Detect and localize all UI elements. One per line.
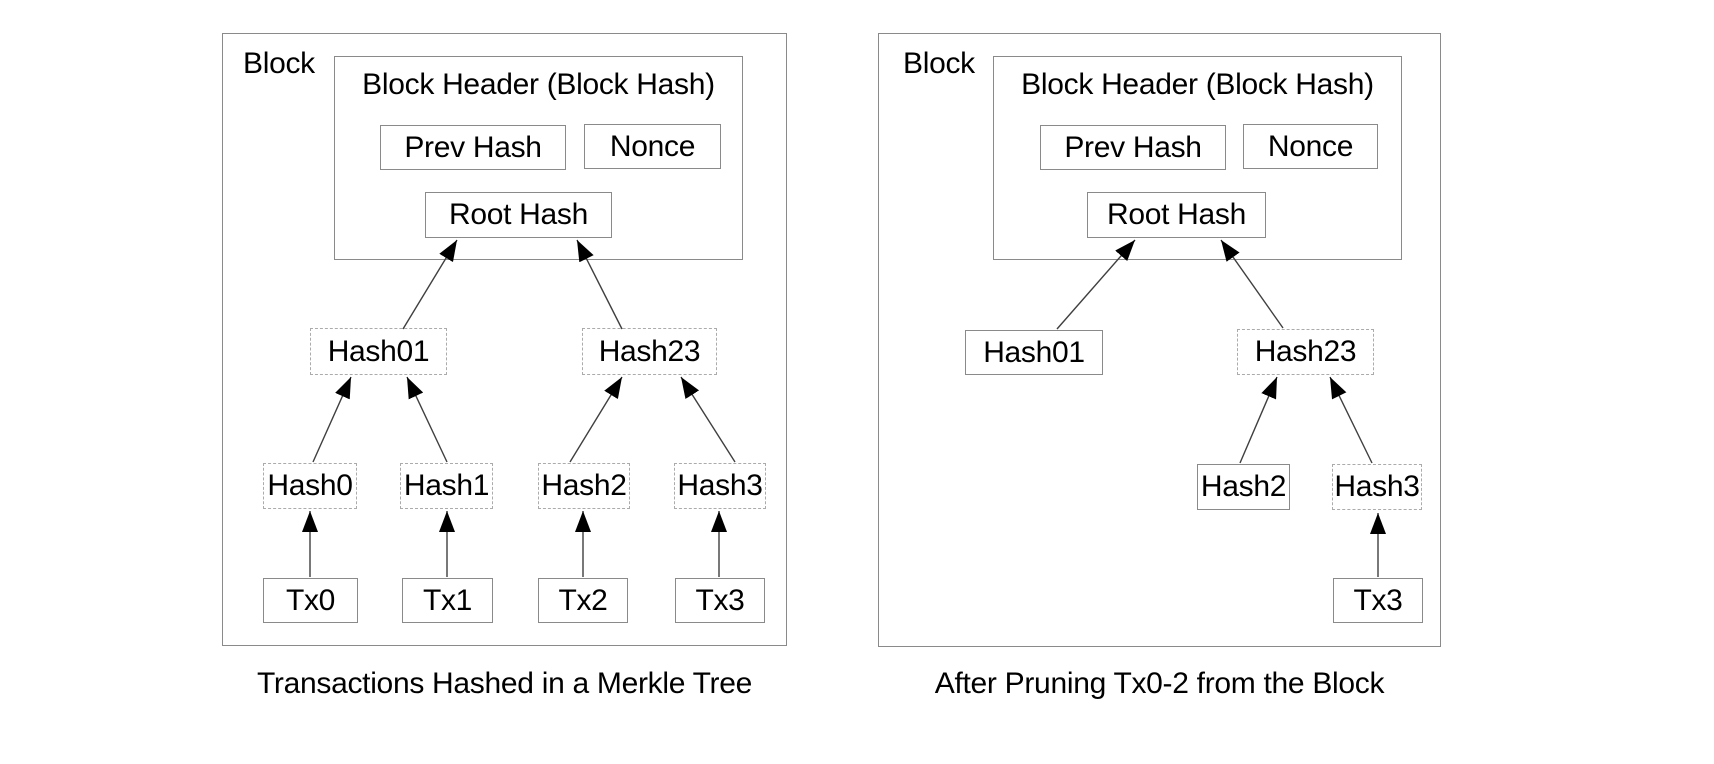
right-caption: After Pruning Tx0-2 from the Block [934, 667, 1385, 700]
left-nonce-box: Nonce [584, 124, 721, 169]
left-caption: Transactions Hashed in a Merkle Tree [257, 667, 752, 700]
left-node-hash0: Hash0 [263, 463, 357, 509]
left-tx0-label: Tx0 [285, 583, 336, 617]
left-hash23-label: Hash23 [598, 334, 701, 368]
left-block-label: Block [243, 47, 315, 80]
left-node-tx2: Tx2 [538, 578, 628, 623]
right-prev-hash-label: Prev Hash [1064, 130, 1202, 164]
left-node-hash3: Hash3 [674, 463, 766, 509]
right-node-hash01: Hash01 [965, 330, 1103, 375]
left-node-hash1: Hash1 [400, 463, 493, 509]
left-node-hash23: Hash23 [582, 328, 717, 375]
right-tx3-label: Tx3 [1353, 583, 1403, 617]
right-root-hash-box: Root Hash [1087, 192, 1266, 238]
left-node-tx3: Tx3 [675, 578, 765, 623]
right-node-tx3: Tx3 [1333, 578, 1423, 623]
right-nonce-box: Nonce [1243, 124, 1378, 169]
left-tx1-label: Tx1 [422, 583, 473, 617]
left-hash3-label: Hash3 [677, 469, 763, 502]
left-tx3-label: Tx3 [695, 583, 745, 617]
left-root-hash-label: Root Hash [448, 198, 589, 231]
right-hash2-label: Hash2 [1200, 470, 1287, 503]
left-node-hash01: Hash01 [310, 328, 447, 375]
left-node-tx0: Tx0 [263, 578, 358, 623]
left-block-header-title: Block Header (Block Hash) [362, 68, 715, 101]
left-node-hash2: Hash2 [538, 463, 630, 509]
right-block-header-title: Block Header (Block Hash) [1021, 68, 1374, 101]
left-root-hash-box: Root Hash [425, 192, 612, 238]
right-nonce-label: Nonce [1267, 129, 1354, 163]
right-block-header-box [993, 56, 1402, 260]
right-node-hash3: Hash3 [1332, 464, 1422, 510]
left-hash2-label: Hash2 [541, 469, 627, 502]
left-prev-hash-box: Prev Hash [380, 125, 566, 170]
right-hash01-label: Hash01 [983, 335, 1085, 369]
right-root-hash-label: Root Hash [1106, 198, 1247, 231]
left-hash0-label: Hash0 [267, 469, 353, 502]
left-tx2-label: Tx2 [558, 583, 608, 617]
right-node-hash2: Hash2 [1197, 464, 1290, 510]
right-hash3-label: Hash3 [1334, 470, 1420, 503]
right-prev-hash-box: Prev Hash [1040, 125, 1226, 170]
left-node-tx1: Tx1 [402, 578, 493, 623]
left-panel [222, 33, 787, 646]
right-block-label: Block [903, 47, 975, 80]
left-block-header-box [334, 56, 743, 260]
right-node-hash23: Hash23 [1237, 329, 1374, 375]
left-nonce-label: Nonce [609, 129, 696, 163]
left-hash01-label: Hash01 [327, 334, 430, 368]
left-prev-hash-label: Prev Hash [404, 130, 542, 164]
left-hash1-label: Hash1 [403, 469, 490, 502]
right-hash23-label: Hash23 [1254, 335, 1357, 368]
right-panel [878, 33, 1441, 647]
